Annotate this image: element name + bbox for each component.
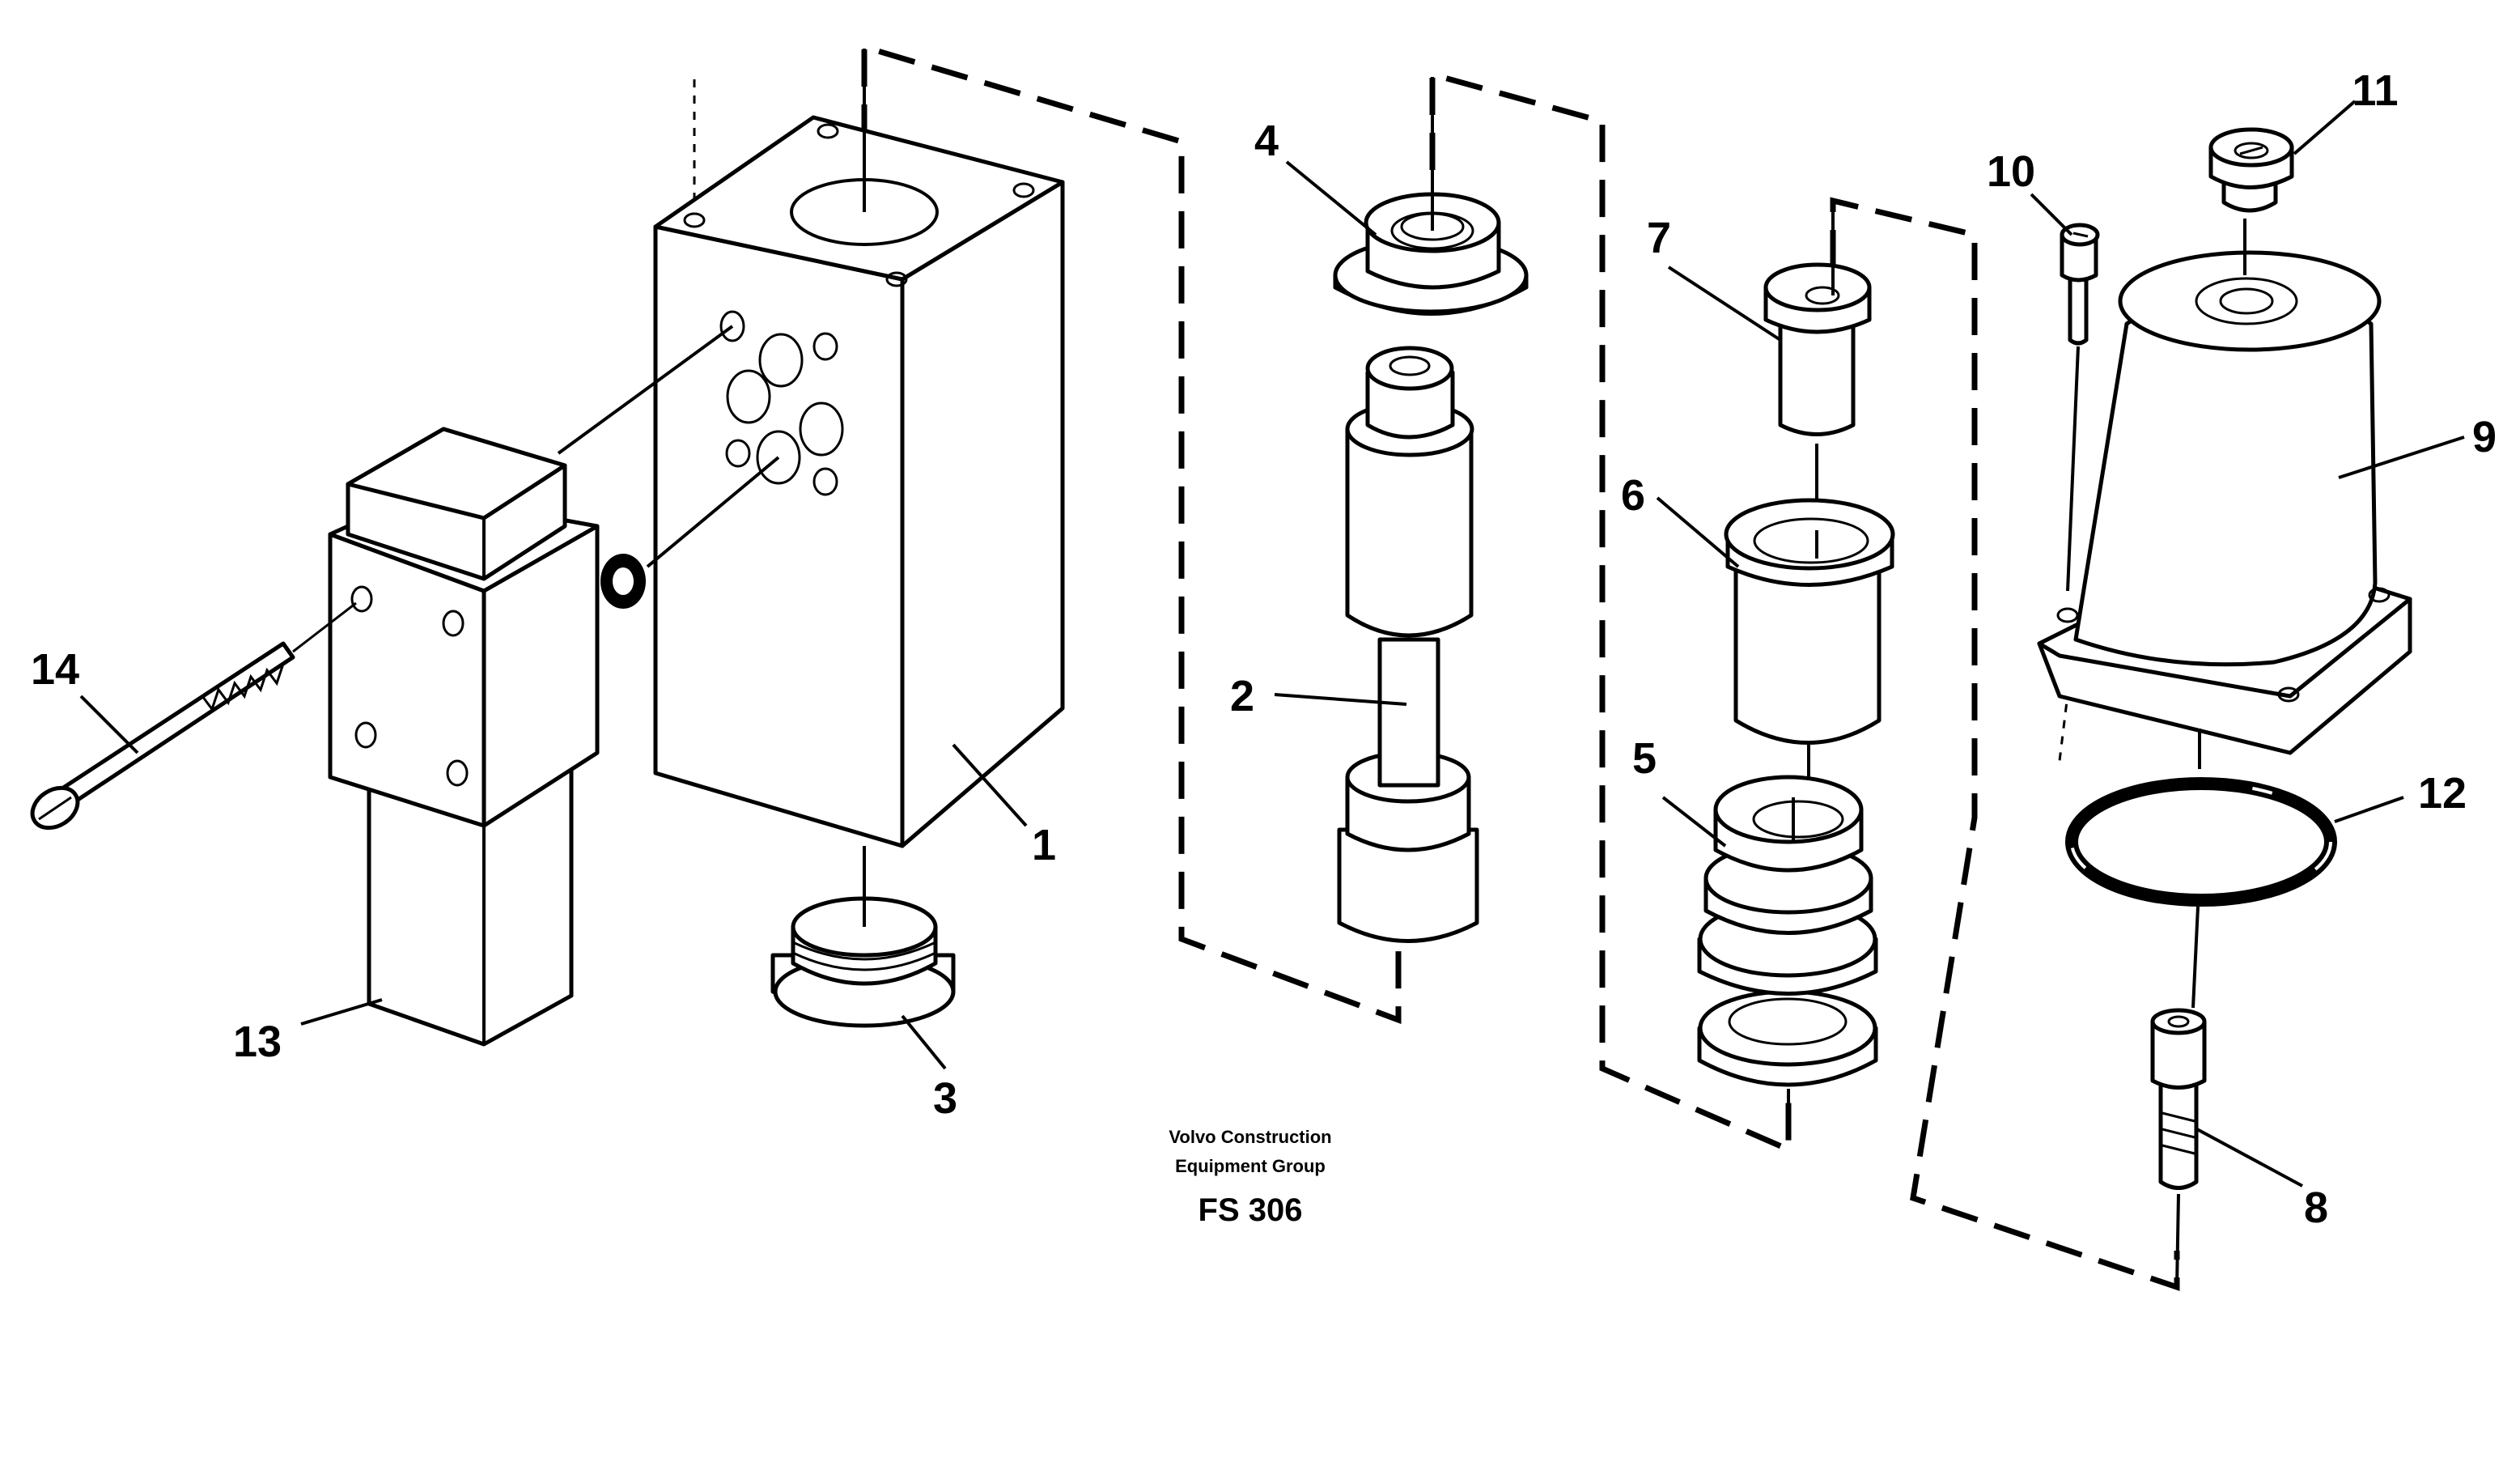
part-13-solenoid <box>328 427 600 1047</box>
callout-labels: 1 2 3 4 5 6 7 8 9 10 11 12 13 14 <box>31 66 2497 1232</box>
callout-7: 7 <box>1647 214 1671 262</box>
dotted-line-cover <box>2058 687 2070 762</box>
part-12-o-ring <box>2065 777 2337 1009</box>
callout-9: 9 <box>2472 413 2497 461</box>
credit-line-2: Equipment Group <box>1175 1156 1326 1176</box>
part-10-screw <box>2060 223 2100 592</box>
part-5-spring <box>1697 775 1878 1129</box>
part-7-sleeve <box>1763 202 1872 510</box>
part-14-screw <box>30 601 357 831</box>
callout-11: 11 <box>2352 66 2398 115</box>
leader-lines <box>79 100 2465 1188</box>
callout-12: 12 <box>2418 769 2467 818</box>
credit-line-1: Volvo Construction <box>1169 1127 1331 1147</box>
part-2-piston <box>1337 77 1479 943</box>
part-8-cap-screw <box>2150 1008 2207 1288</box>
callout-6: 6 <box>1621 471 1645 520</box>
part-1-valve-housing <box>557 49 1065 907</box>
callout-5: 5 <box>1632 734 1657 783</box>
callout-2: 2 <box>1230 672 1254 720</box>
part-3-plug <box>770 882 956 1028</box>
callout-4: 4 <box>1254 117 1279 165</box>
callout-13: 13 <box>233 1018 282 1066</box>
part-11-plug-screw <box>2208 127 2294 213</box>
callout-8: 8 <box>2304 1183 2328 1232</box>
small-o-ring <box>600 554 646 609</box>
callout-10: 10 <box>1987 147 2035 196</box>
part-6-bushing <box>1724 498 1895 777</box>
drawing-code: FS 306 <box>1198 1192 1303 1228</box>
callout-3: 3 <box>933 1074 957 1123</box>
part-9-cover <box>2037 219 2412 769</box>
callout-14: 14 <box>31 645 79 694</box>
callout-1: 1 <box>1032 821 1056 869</box>
